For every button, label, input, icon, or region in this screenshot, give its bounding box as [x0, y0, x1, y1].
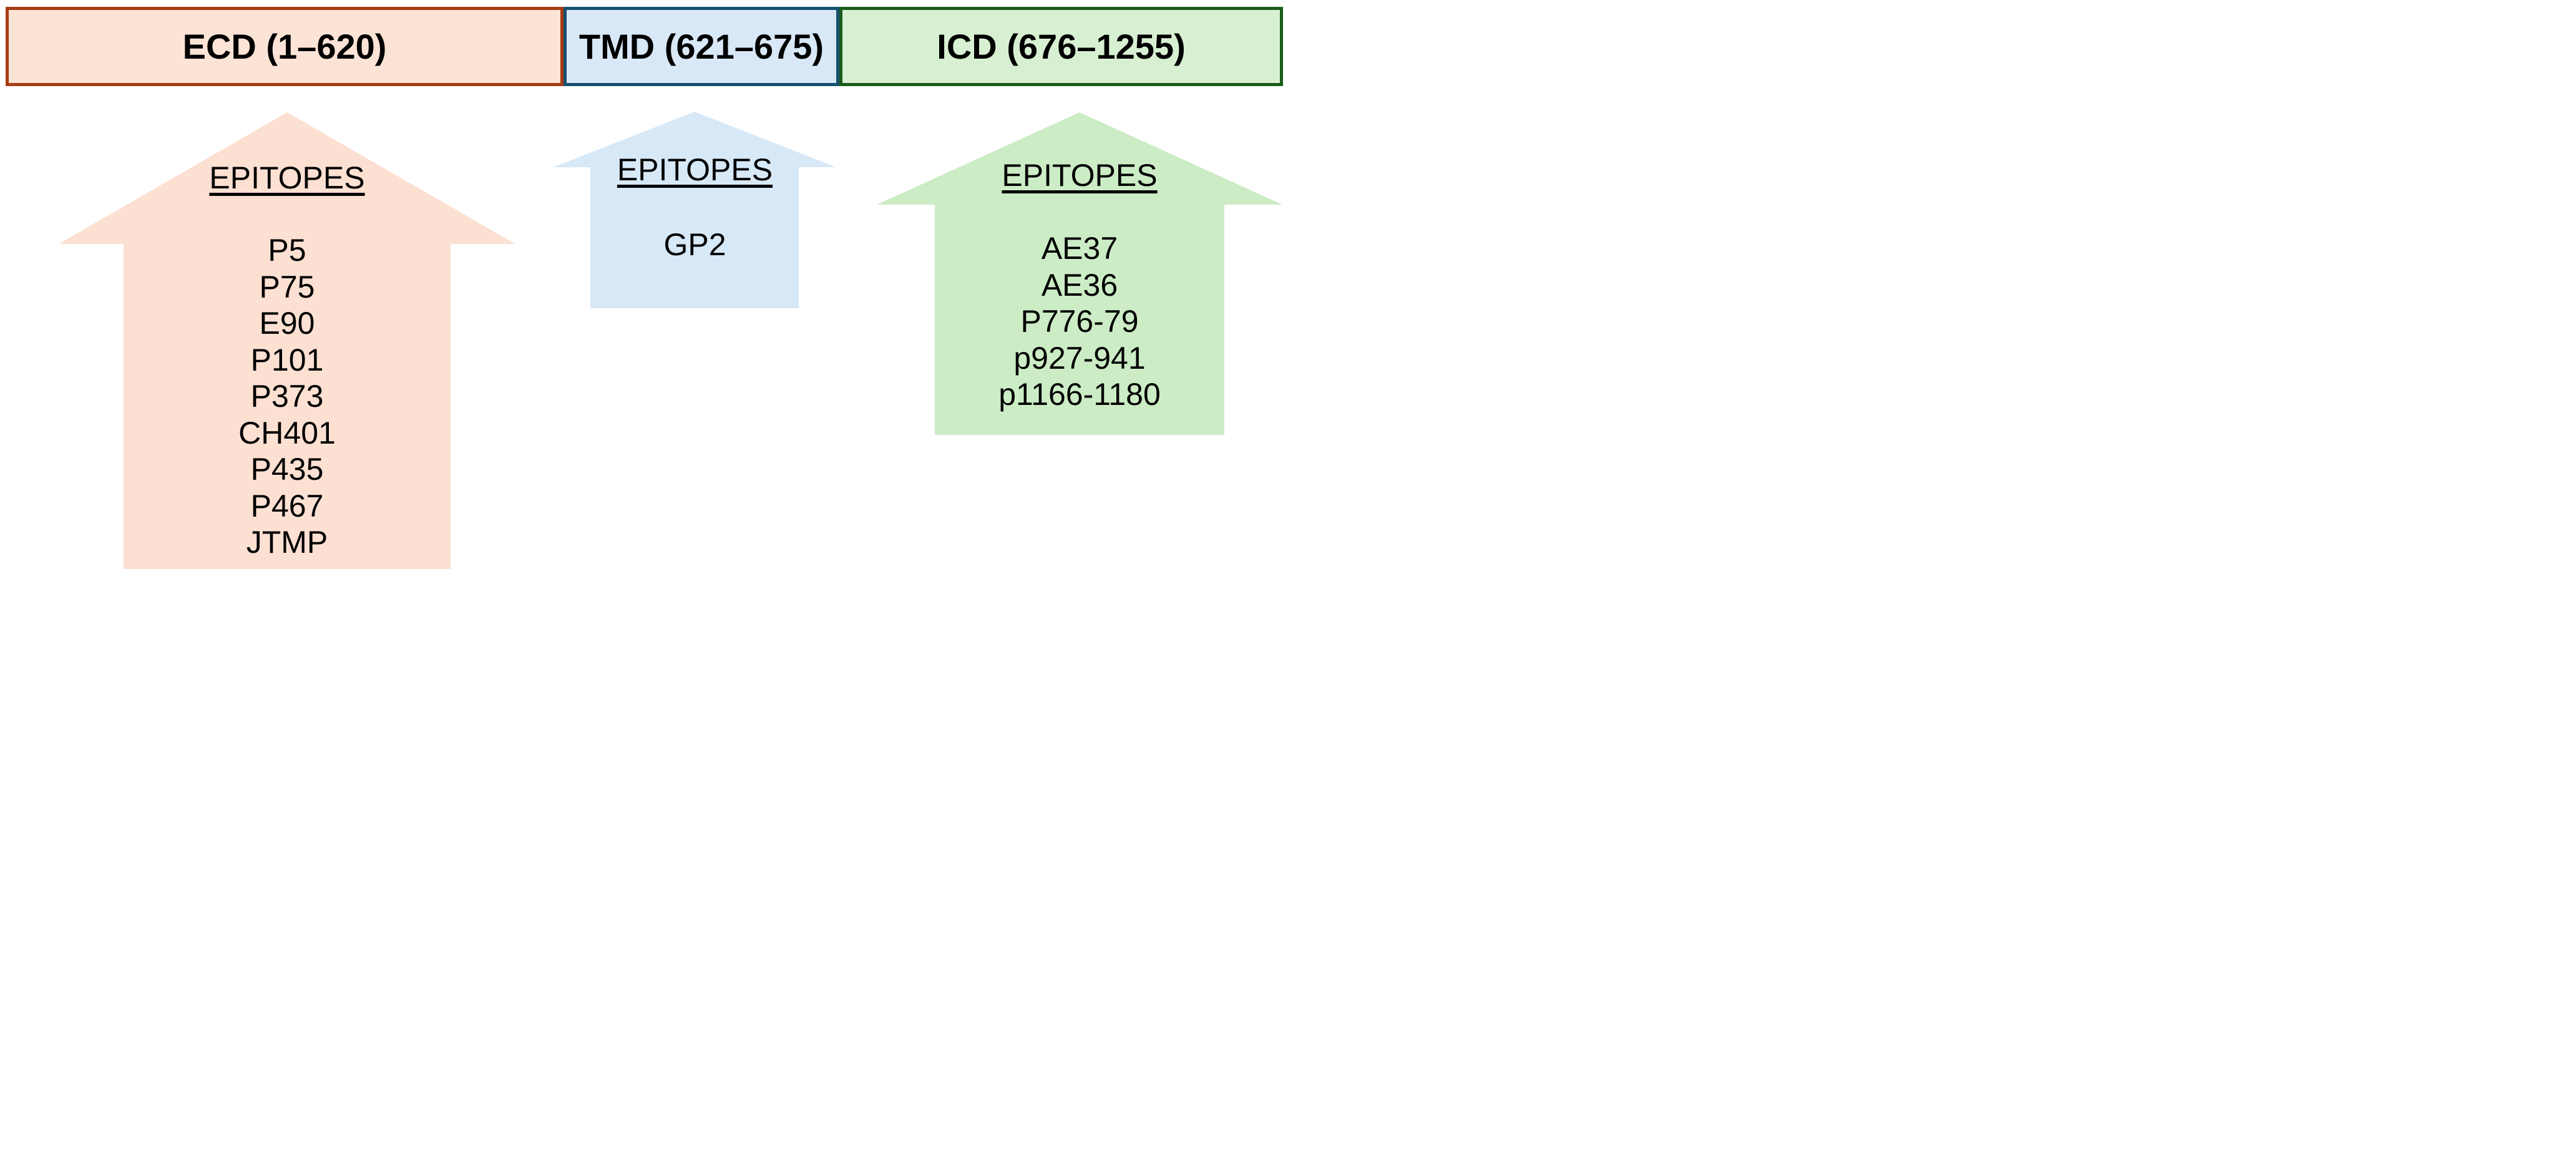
- epitope-item: P435: [250, 452, 324, 487]
- epitopes-title-icd: EPITOPES: [1002, 158, 1158, 193]
- up-arrow-tmd: EPITOPES GP2: [554, 112, 836, 308]
- epitope-item: E90: [259, 306, 315, 341]
- epitope-item: P101: [250, 342, 324, 377]
- epitopes-title-ecd: EPITOPES: [209, 160, 365, 195]
- protein-domain-epitope-diagram: ECD (1–620) TMD (621–675) ICD (676–1255)…: [0, 0, 1288, 579]
- epitope-item: P776-79: [1020, 304, 1139, 339]
- epitope-item: AE36: [1041, 267, 1118, 303]
- epitope-item: p927-941: [1013, 340, 1146, 376]
- epitope-item: P75: [259, 269, 315, 304]
- domain-label-ecd: ECD (1–620): [182, 27, 387, 66]
- domain-box-tmd: TMD (621–675): [564, 7, 839, 86]
- domain-box-icd: ICD (676–1255): [839, 7, 1283, 86]
- epitope-item: P373: [250, 379, 324, 414]
- domain-label-icd: ICD (676–1255): [937, 27, 1186, 66]
- epitope-item: AE37: [1041, 231, 1118, 266]
- epitope-item: P467: [250, 488, 324, 523]
- epitope-item: GP2: [663, 227, 726, 262]
- epitopes-title-tmd: EPITOPES: [617, 152, 773, 187]
- epitope-item: CH401: [238, 415, 336, 450]
- domain-label-tmd: TMD (621–675): [578, 27, 824, 66]
- epitope-item: P5: [268, 233, 306, 268]
- epitope-item: p1166-1180: [998, 377, 1161, 412]
- epitope-list-tmd: GP2: [554, 226, 836, 263]
- domain-box-ecd: ECD (1–620): [6, 7, 564, 86]
- epitope-item: JTMP: [246, 525, 328, 560]
